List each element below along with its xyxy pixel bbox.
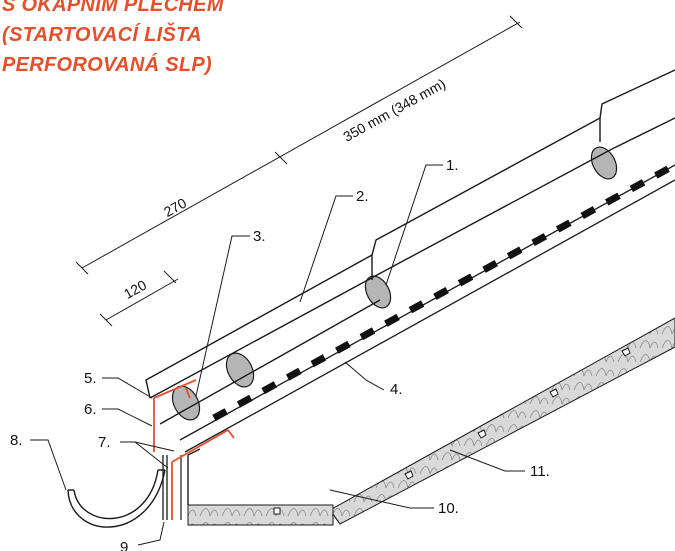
label-4: 4. bbox=[390, 381, 403, 398]
label-9: 9 bbox=[120, 539, 128, 551]
label-3: 3. bbox=[253, 228, 266, 245]
label-5: 5. bbox=[84, 370, 97, 387]
roof-tiles bbox=[145, 69, 675, 425]
label-2: 2. bbox=[356, 188, 369, 205]
title-line-2: (STARTOVACÍ LIŠTA bbox=[2, 24, 202, 46]
title-line-3: PERFOROVANÁ SLP) bbox=[2, 54, 212, 76]
drip-edge-flashing bbox=[153, 379, 235, 520]
soffit-board bbox=[187, 504, 334, 526]
dimension-270: 270 bbox=[161, 195, 189, 220]
gutter-hook bbox=[162, 455, 168, 520]
label-10: 10. bbox=[438, 500, 459, 517]
roof-boarding bbox=[329, 317, 675, 525]
gutter bbox=[67, 469, 166, 528]
leader-lines bbox=[30, 164, 525, 546]
rafter-lines bbox=[179, 164, 675, 453]
label-1: 1. bbox=[446, 157, 459, 174]
dimension-lines bbox=[75, 15, 523, 327]
label-8: 8. bbox=[10, 432, 23, 449]
fascia bbox=[180, 448, 201, 520]
dimension-350: 350 mm (348 mm) bbox=[340, 75, 448, 144]
underlay-membrane bbox=[212, 161, 675, 422]
label-6: 6. bbox=[84, 401, 97, 418]
label-11: 11. bbox=[530, 463, 550, 480]
title-line-1: S OKAPNÍM PLECHEM bbox=[2, 0, 224, 16]
label-7: 7. bbox=[98, 434, 111, 451]
